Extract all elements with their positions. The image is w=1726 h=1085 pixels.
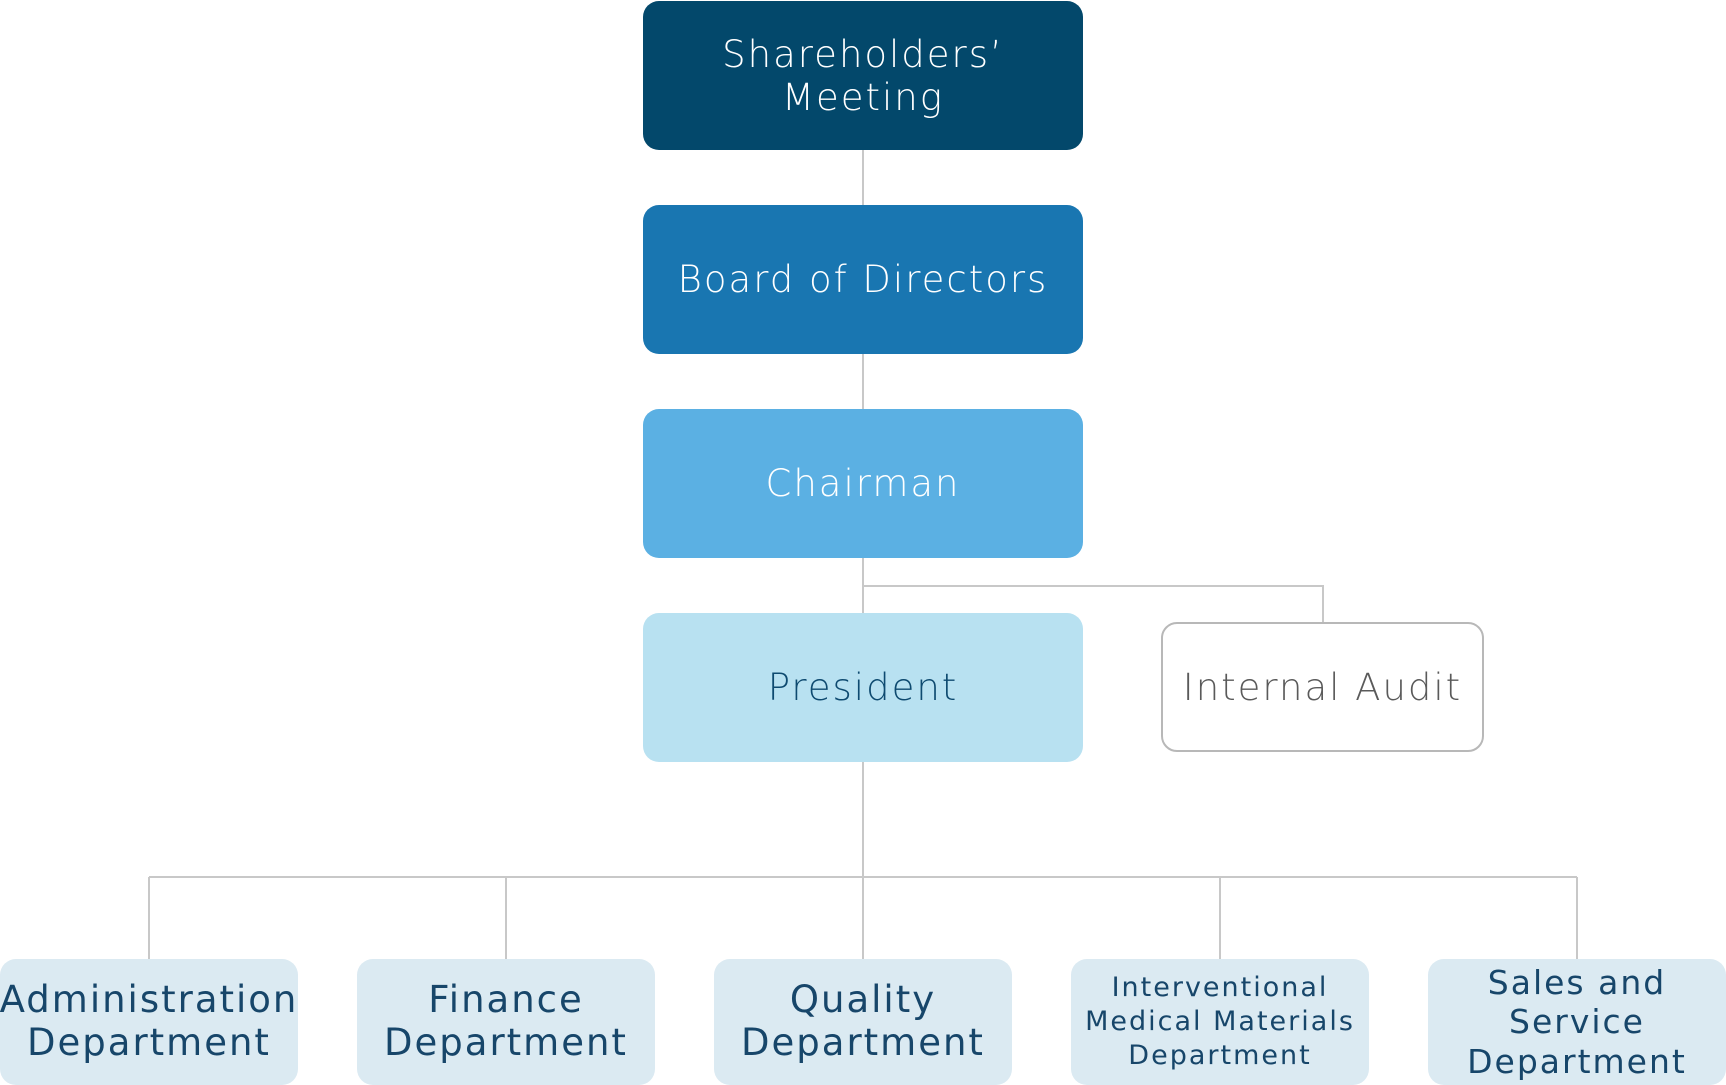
finance-department-node: Finance Department xyxy=(357,959,655,1085)
chairman-node: Chairman xyxy=(643,409,1083,558)
administration-department-node: Administration Department xyxy=(0,959,298,1085)
quality-department-label: Quality Department xyxy=(741,978,985,1064)
administration-department-label: Administration Department xyxy=(0,978,299,1064)
chairman-label: Chairman xyxy=(765,462,961,505)
shareholders-meeting-node: Shareholders’ Meeting xyxy=(643,1,1083,150)
internal-audit-node: Internal Audit xyxy=(1161,622,1484,752)
board-of-directors-node: Board of Directors xyxy=(643,205,1083,354)
sales-and-service-department-node: Sales and Service Department xyxy=(1428,959,1726,1085)
quality-department-node: Quality Department xyxy=(714,959,1012,1085)
president-node: President xyxy=(643,613,1083,762)
board-of-directors-label: Board of Directors xyxy=(677,258,1049,301)
president-label: President xyxy=(767,666,959,709)
interventional-medical-materials-department-node: Interventional Medical Materials Departm… xyxy=(1071,959,1369,1085)
sales-and-service-department-label: Sales and Service Department xyxy=(1467,962,1687,1081)
internal-audit-label: Internal Audit xyxy=(1182,665,1463,709)
interventional-medical-materials-department-label: Interventional Medical Materials Departm… xyxy=(1085,972,1355,1071)
finance-department-label: Finance Department xyxy=(384,978,628,1064)
shareholders-meeting-label: Shareholders’ Meeting xyxy=(722,32,1004,119)
connector-chairman-audit xyxy=(863,585,1324,622)
